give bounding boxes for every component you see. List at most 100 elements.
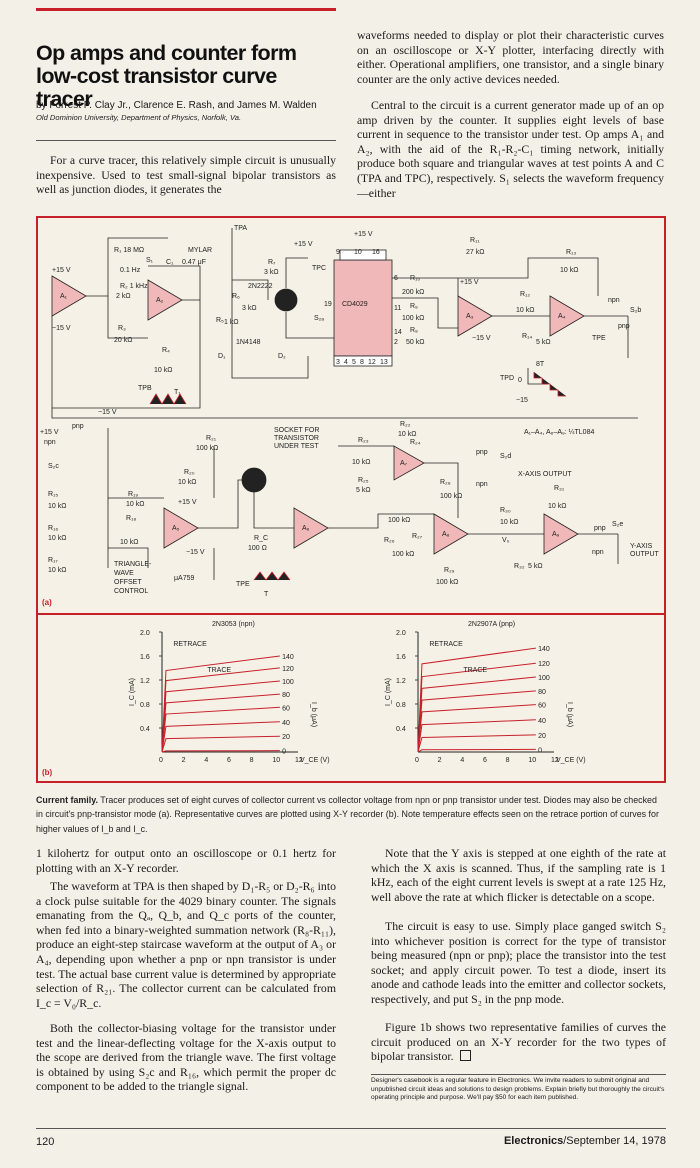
schematic-label: V₀ [502, 537, 510, 544]
op-amp-a2: A₂ [147, 279, 183, 321]
schematic-label: +15 V [460, 279, 479, 286]
schematic-label: +15 V [294, 241, 313, 248]
schematic-label: R₉ [410, 303, 418, 310]
x-tick-label: 10 [528, 757, 536, 764]
schematic-label: +15 V [354, 231, 373, 238]
x-tick-label: 6 [483, 757, 487, 764]
schematic-label: R₁₈ [126, 515, 136, 522]
title-rule [36, 8, 336, 11]
schematic-label: 100 kΩ [440, 493, 462, 500]
schematic-label: 9 [336, 249, 340, 256]
schematic-label: TRIANGLE- [114, 561, 152, 568]
schematic-label: R₂₀ [184, 469, 195, 476]
intro-paragraph: For a curve tracer, this relatively simp… [36, 153, 336, 197]
schematic-label: npn [608, 297, 620, 304]
y2-axis-label: I_b (μA) [310, 702, 317, 727]
schematic-label: TPA [234, 225, 247, 232]
op-amp-a8: A₈ [433, 513, 469, 555]
schematic-label: μA759 [174, 575, 194, 582]
x-tick-label: 0 [415, 757, 419, 764]
x-tick-label: 0 [159, 757, 163, 764]
annotation-label: TRACE [463, 667, 487, 674]
schematic-label: 100 kΩ [392, 551, 414, 558]
schematic-label: 0.1 Hz [120, 267, 141, 274]
figure-label-a: (a) [42, 598, 52, 607]
curve-label: 40 [282, 720, 290, 727]
schematic-label: R₅ [216, 317, 224, 324]
schematic-label: 10 kΩ [500, 519, 518, 526]
schematic-label: 10 kΩ [154, 367, 172, 374]
y-axis-label: I_C (mA) [129, 678, 136, 706]
curve-label: 0 [282, 749, 286, 756]
schematic-label: MYLAR [188, 247, 212, 254]
curve-ib-100 [417, 676, 536, 753]
caption-text: Tracer produces set of eight curves of c… [36, 795, 659, 834]
schematic-label: R₂₃ [358, 437, 369, 444]
publication-footer: Electronics/September 14, 1978 [504, 1135, 666, 1147]
schematic-label: +15 V [40, 429, 59, 436]
y-tick-label: 2.0 [140, 630, 150, 637]
schematic-label: npn [476, 481, 488, 488]
op-amp-label: A₃ [466, 313, 474, 320]
curve-label: 60 [538, 703, 546, 710]
page-number: 120 [36, 1136, 55, 1148]
schematic-label: R₃₁ [554, 485, 565, 492]
schematic-label: 5 kΩ [536, 339, 551, 346]
y-tick-label: 1.6 [140, 654, 150, 661]
triangle-wave-icon [149, 393, 187, 405]
schematic-label: 1 kΩ [224, 319, 239, 326]
note-rule [371, 1074, 666, 1075]
schematic-label: 50 kΩ [406, 339, 424, 346]
schematic-label: 2 [394, 339, 398, 346]
schematic-label: 5 kΩ [528, 563, 543, 570]
schematic-label: 100 kΩ [436, 579, 458, 586]
schematic-label: R₂₉ [444, 567, 455, 574]
transistor-q1: Q₁ [274, 288, 298, 312]
schematic-label: 0 [518, 377, 522, 384]
body-paragraph: waveforms needed to display or plot thei… [357, 28, 664, 86]
schematic-label: npn [592, 549, 604, 556]
schematic-label: C₁ [166, 259, 174, 266]
schematic-label: 1N4148 [236, 339, 261, 346]
issue-date: /September 14, 1978 [563, 1135, 666, 1147]
schematic-label: TRANSISTOR [274, 435, 319, 442]
schematic-label: R₃₂ [514, 563, 525, 570]
schematic-label: pnp [72, 423, 84, 430]
curve-label: 60 [282, 705, 290, 712]
op-amp-label: A₁ [60, 293, 68, 300]
wiring [51, 228, 638, 580]
curve-ib-40 [417, 719, 536, 753]
x-tick-label: 10 [272, 757, 280, 764]
x-tick-label: 6 [227, 757, 231, 764]
figure-divider [38, 613, 664, 615]
x-tick-label: 8 [250, 757, 254, 764]
schematic-label: 10 kΩ [398, 431, 416, 438]
schematic-label: 20 kΩ [114, 337, 132, 344]
y-tick-label: 2.0 [396, 630, 406, 637]
schematic-label: 2N2222 [248, 283, 273, 290]
schematic-label: 10 kΩ [560, 267, 578, 274]
schematic-label: 10 kΩ [548, 503, 566, 510]
op-amp-label: A₇ [400, 460, 408, 467]
curve-label: 100 [282, 679, 294, 686]
op-amp-label: A₅ [172, 525, 180, 532]
x-tick-label: 8 [506, 757, 510, 764]
schematic-label: pnp [476, 449, 488, 456]
schematic-label: TPE [236, 581, 250, 588]
schematic-label: OFFSET [114, 579, 142, 586]
y-tick-label: 0.4 [140, 726, 150, 733]
curve-label: 140 [282, 654, 294, 661]
schematic-label: 6 [394, 275, 398, 282]
x-tick-label: 2 [438, 757, 442, 764]
y-tick-label: 1.2 [396, 678, 406, 685]
curve-ib-60 [417, 704, 536, 753]
schematic-label: 8 [360, 359, 364, 366]
op-amp-label: A₉ [552, 531, 560, 538]
schematic-label: npn [44, 439, 56, 446]
schematic-label: −15 V [52, 325, 71, 332]
op-amp-a6: A₆ [293, 507, 329, 549]
staircase-icon [533, 372, 566, 397]
curve-label: 140 [538, 646, 550, 653]
op-amp-a9: A₉ [543, 513, 579, 555]
curve-ib-120 [417, 662, 536, 753]
